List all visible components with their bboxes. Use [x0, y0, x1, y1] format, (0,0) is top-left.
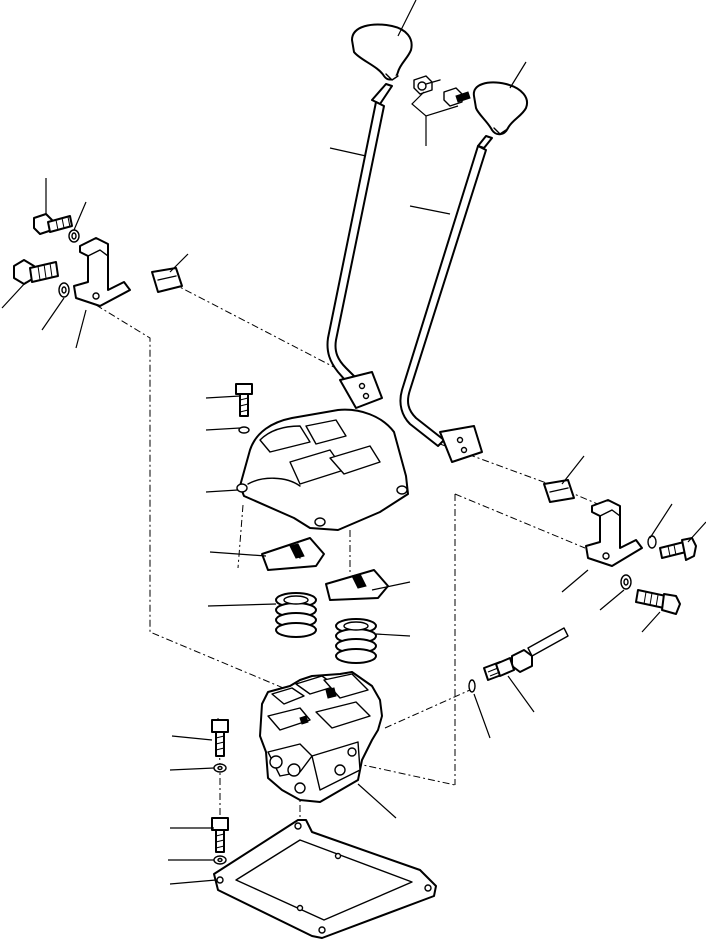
bolts-right: [620, 535, 697, 615]
bracket-left: [73, 237, 131, 307]
screw-pair: [413, 75, 471, 107]
cover-bolt: [235, 383, 253, 434]
bolts-left: [13, 213, 80, 298]
retainer-plate-right: [325, 569, 389, 601]
bracket-right: [585, 499, 643, 567]
knob-left: [351, 23, 413, 81]
cover: [236, 408, 409, 531]
lever-rod-right: [399, 135, 493, 463]
pilot-valve-body: [259, 671, 383, 803]
block-left: [151, 267, 183, 293]
hose-fitting: [483, 627, 569, 681]
spring-left: [275, 592, 317, 638]
lever-rod-left: [326, 83, 393, 409]
spring-right: [335, 618, 377, 664]
o-ring: [468, 679, 476, 693]
retainer-plate-left: [261, 537, 325, 571]
alignment-lines: [95, 282, 601, 910]
knob-right: [472, 81, 528, 136]
callout-leaders: [1, 0, 706, 885]
block-right: [543, 479, 575, 503]
bolts-and-washers: [211, 719, 229, 865]
gasket-plate: [213, 819, 437, 939]
